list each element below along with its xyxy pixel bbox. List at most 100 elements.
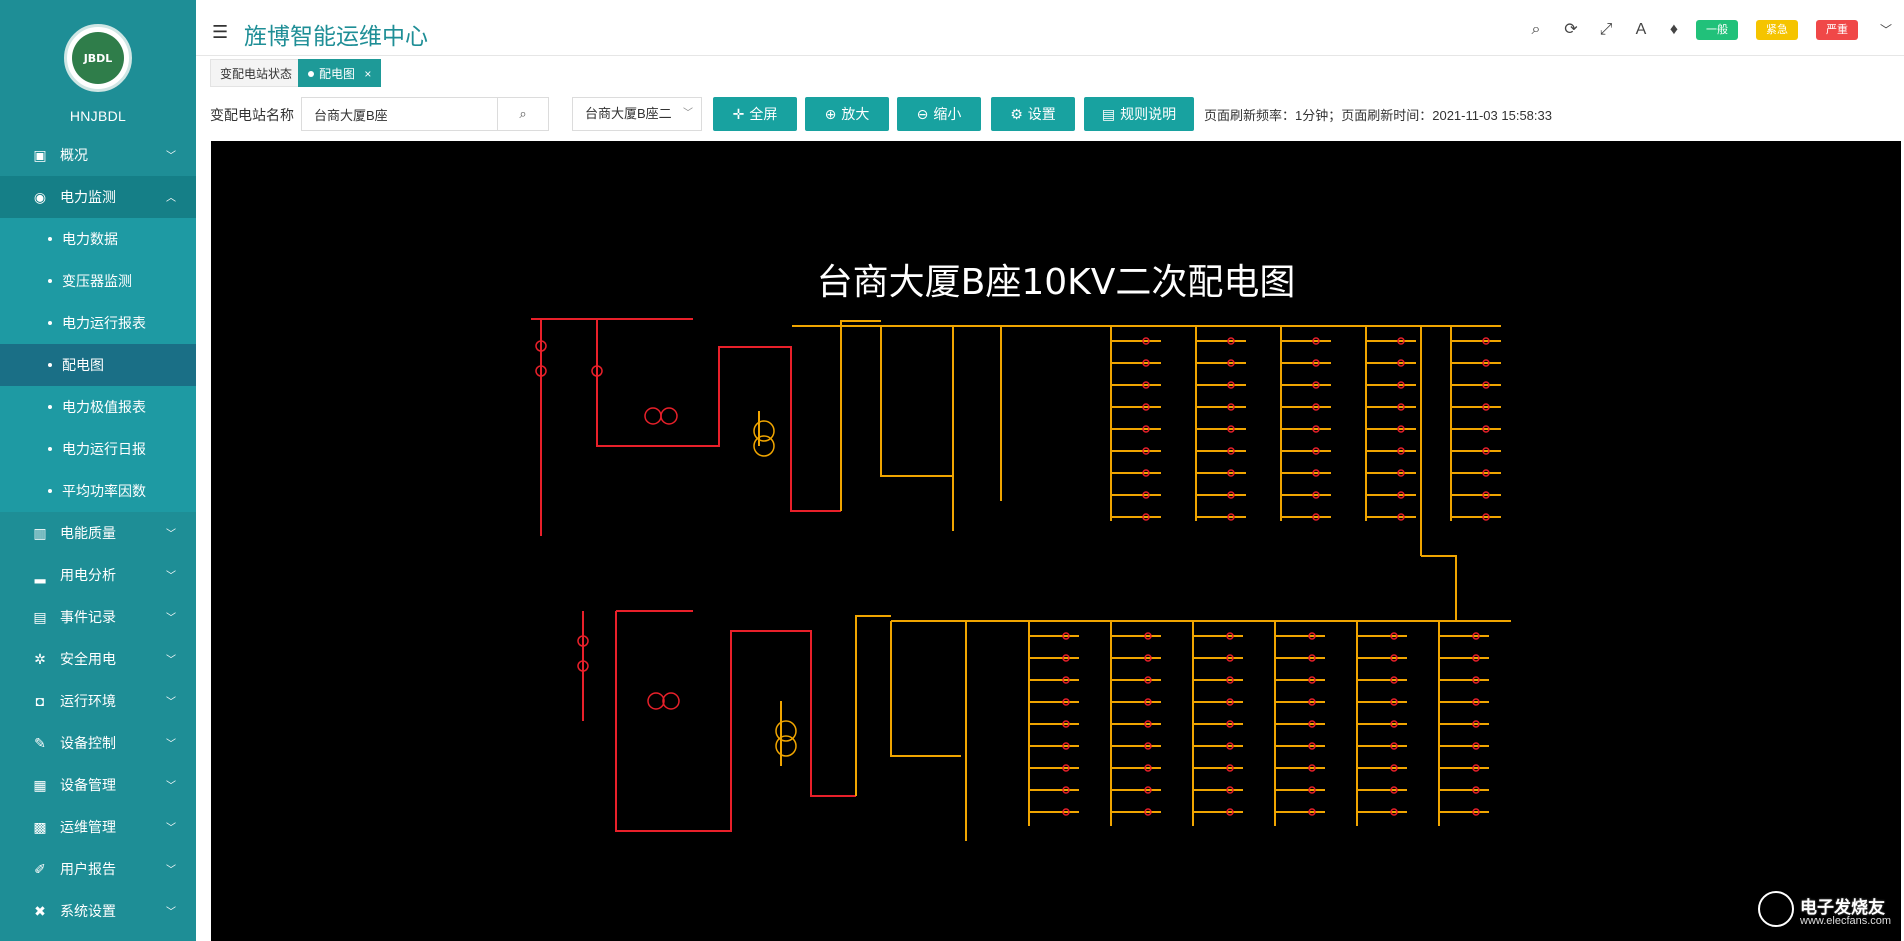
breaker-symbol (1062, 720, 1070, 728)
breaker-symbol (1397, 381, 1405, 389)
menu-item-power-monitoring[interactable]: ◉ 电力监测 ︿ (0, 176, 196, 218)
breaker-symbol (1062, 786, 1070, 794)
breaker-symbol (1308, 786, 1316, 794)
menu-item-safety[interactable]: ✲ 安全用电 ﹀ (0, 638, 196, 680)
fullscreen-icon[interactable]: ⤢ (1599, 21, 1613, 38)
tab-station-status[interactable]: 变配电站状态 (210, 59, 303, 87)
search-button[interactable]: ⌕ (497, 97, 549, 131)
menu-label: 电能质量 (60, 525, 116, 541)
breaker-symbol (1312, 381, 1320, 389)
breaker-symbol (1308, 720, 1316, 728)
breaker-symbol (1397, 447, 1405, 455)
breaker-symbol (1144, 786, 1152, 794)
breaker-symbol (1062, 742, 1070, 750)
font-size-icon[interactable]: A (1635, 21, 1647, 38)
chevron-down-icon: ﹀ (166, 739, 176, 750)
menu-item-event-log[interactable]: ▤ 事件记录 ﹀ (0, 596, 196, 638)
menu-item-power-quality[interactable]: ▥ 电能质量 ﹀ (0, 512, 196, 554)
chevron-down-icon: ﹀ (683, 108, 693, 119)
breaker-symbol (1390, 742, 1398, 750)
breaker-symbol (1227, 447, 1235, 455)
wire (615, 611, 856, 832)
refresh-icon[interactable]: ⟳ (1564, 21, 1578, 38)
submenu-item-run-report[interactable]: 电力运行报表 (0, 302, 196, 344)
station-name-input[interactable] (301, 97, 497, 131)
document-icon: ▤ (1101, 106, 1116, 122)
report-icon: ✐ (34, 860, 46, 877)
elecfans-logo-icon (1758, 891, 1794, 927)
breaker-symbol (1144, 808, 1152, 816)
menu-item-overview[interactable]: ▣ 概况 ﹀ (0, 134, 196, 176)
breaker-symbol (1227, 491, 1235, 499)
breaker-symbol (1482, 403, 1490, 411)
bullet-icon (48, 237, 52, 241)
menu-item-operations[interactable]: ▩ 运维管理 ﹀ (0, 806, 196, 848)
chevron-down-icon: ﹀ (166, 529, 176, 540)
submenu-item-extreme-report[interactable]: 电力极值报表 (0, 386, 196, 428)
wire (840, 320, 881, 511)
breaker-symbol (1062, 698, 1070, 706)
breaker-symbol (1482, 381, 1490, 389)
breaker-symbol (1312, 491, 1320, 499)
breaker-symbol (1062, 764, 1070, 772)
breaker-symbol (1312, 403, 1320, 411)
diagram-select[interactable]: 台商大厦B座二 ﹀ (572, 97, 702, 131)
menu-item-environment[interactable]: ◘ 运行环境 ﹀ (0, 680, 196, 722)
chevron-down-icon: ﹀ (166, 655, 176, 666)
close-icon[interactable]: × (364, 67, 372, 81)
submenu-item-daily-report[interactable]: 电力运行日报 (0, 428, 196, 470)
menu-label: 系统设置 (60, 903, 116, 919)
theme-shirt-icon[interactable]: ♦ (1669, 21, 1679, 38)
breaker-symbol (1227, 381, 1235, 389)
breaker-symbol (1397, 403, 1405, 411)
badge-urgent[interactable]: 紧急 (1756, 20, 1798, 40)
menu-item-user-report[interactable]: ✐ 用户报告 ﹀ (0, 848, 196, 890)
symbol (662, 692, 680, 710)
org-name: HNJBDL (69, 108, 127, 124)
breaker-symbol (1226, 764, 1234, 772)
settings-button[interactable]: ⚙设置 (991, 97, 1075, 131)
breaker-symbol (1397, 425, 1405, 433)
breaker-symbol (1308, 654, 1316, 662)
breaker-symbol (1472, 698, 1480, 706)
breaker-symbol (1226, 786, 1234, 794)
chevron-down-icon[interactable]: ﹀ (1879, 23, 1892, 37)
submenu-label: 电力运行日报 (62, 441, 146, 457)
menu-item-device-control[interactable]: ✎ 设备控制 ﹀ (0, 722, 196, 764)
move-icon: ✛ (732, 106, 745, 122)
submenu-item-power-data[interactable]: 电力数据 (0, 218, 196, 260)
breaker-symbol (1226, 720, 1234, 728)
zoom-in-button[interactable]: ⊕放大 (805, 97, 889, 131)
chevron-down-icon: ﹀ (166, 907, 176, 918)
tab-label: 配电图 (319, 67, 356, 81)
rules-button[interactable]: ▤规则说明 (1084, 97, 1194, 131)
breaker-symbol (1144, 720, 1152, 728)
menu-label: 安全用电 (60, 651, 116, 667)
submenu-item-transformer[interactable]: 变压器监测 (0, 260, 196, 302)
chevron-down-icon: ﹀ (166, 697, 176, 708)
badge-general[interactable]: 一般 (1696, 20, 1738, 40)
breaker-symbol (1142, 381, 1150, 389)
breaker-symbol (1144, 764, 1152, 772)
menu-toggle-icon[interactable]: ☰ (212, 22, 229, 42)
diagram-canvas[interactable]: 台商大厦B座10KV二次配电图 (211, 141, 1901, 941)
zoom-out-button[interactable]: ⊖缩小 (897, 97, 981, 131)
fullscreen-button[interactable]: ✛全屏 (713, 97, 797, 131)
breaker-symbol (1144, 654, 1152, 662)
menu-item-system-settings[interactable]: ✖ 系统设置 ﹀ (0, 890, 196, 932)
tab-distribution-diagram[interactable]: 配电图 × (298, 59, 382, 87)
breaker-symbol (1397, 337, 1405, 345)
submenu-item-power-factor[interactable]: 平均功率因数 (0, 470, 196, 512)
menu-label: 事件记录 (60, 609, 116, 625)
breaker-symbol (1308, 676, 1316, 684)
wire (596, 319, 841, 512)
submenu-item-distribution-diagram[interactable]: 配电图 (0, 344, 196, 386)
search-icon[interactable]: ⌕ (1531, 21, 1541, 38)
menu-item-usage-analysis[interactable]: ▂ 用电分析 ﹀ (0, 554, 196, 596)
badge-severe[interactable]: 严重 (1816, 20, 1858, 40)
zoom-in-icon: ⊕ (824, 106, 837, 122)
breaker-symbol (1390, 676, 1398, 684)
menu-item-device-management[interactable]: ▦ 设备管理 ﹀ (0, 764, 196, 806)
menu-label: 设备控制 (60, 735, 116, 751)
wire (890, 621, 961, 757)
